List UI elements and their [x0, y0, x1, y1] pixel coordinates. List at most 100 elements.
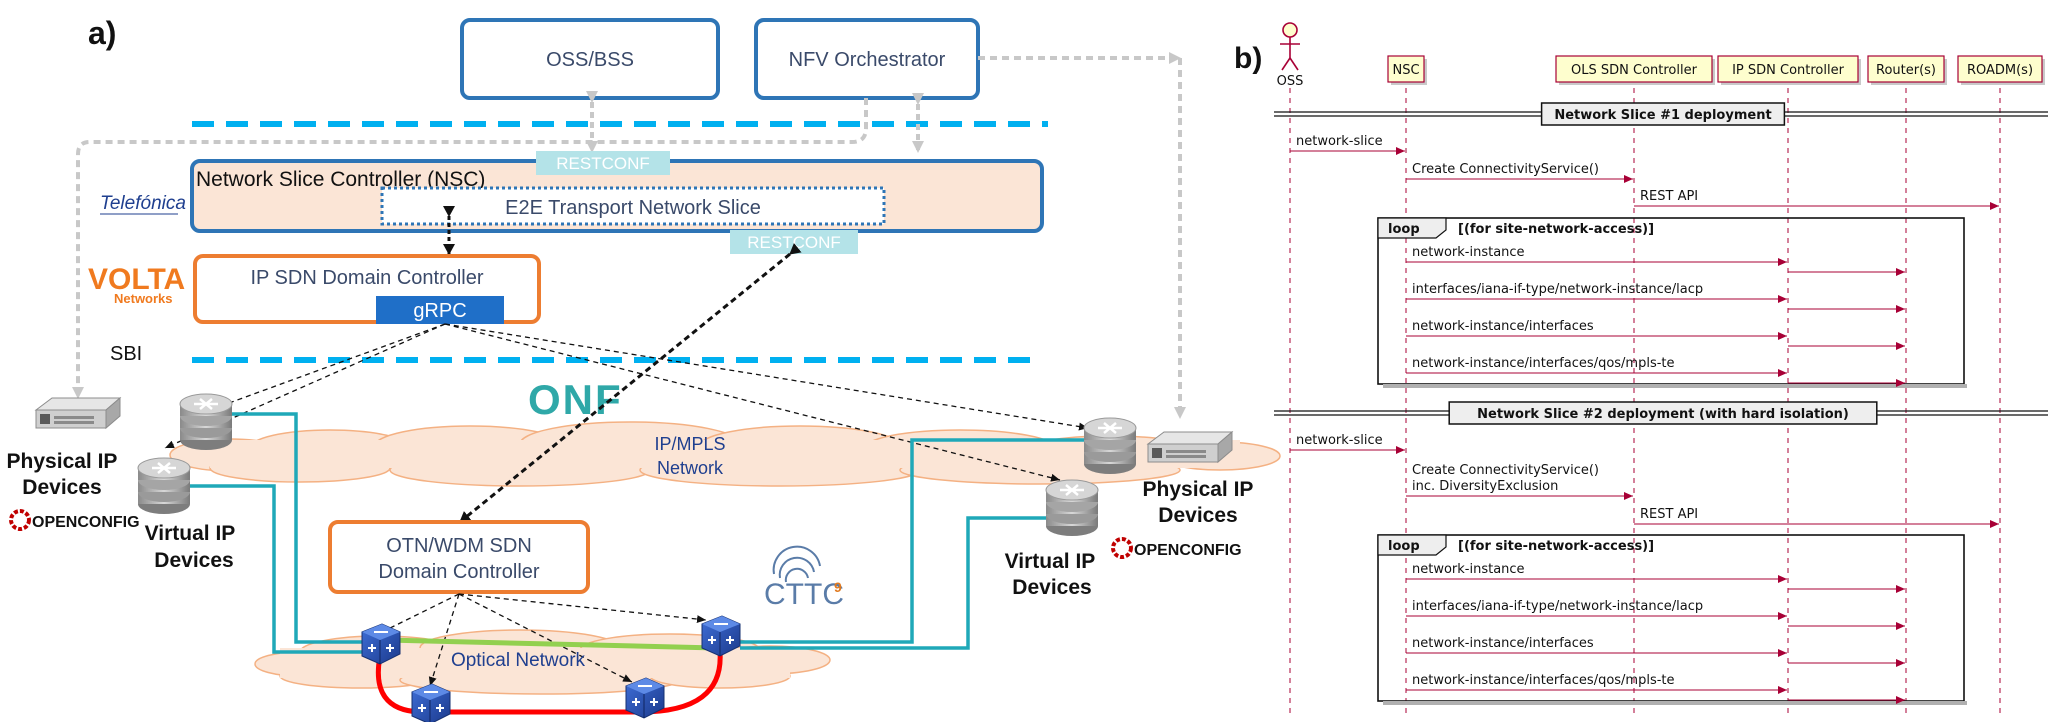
telefonica-logo: Telefónica: [100, 193, 186, 214]
restconf-top-label: RESTCONF: [556, 154, 650, 173]
grpc-label: gRPC: [413, 300, 466, 322]
section-2-label: Network Slice #2 deployment (with hard i…: [1477, 407, 1849, 422]
slice1-loop-keyword: loop: [1388, 222, 1420, 237]
slice1-rest-api-label: REST API: [1640, 189, 1698, 204]
panel-a: a): [7, 15, 1281, 722]
grpc-to-router-d: [444, 323, 1061, 482]
participant-ip-sdn-controller-box: [1717, 55, 1859, 83]
onf-logo: ONF: [528, 376, 623, 423]
participant-nsc-box: [1387, 55, 1425, 83]
cttc-logo: CTTC 9: [764, 545, 844, 611]
e2e-slice-label: E2E Transport Network Slice: [505, 197, 761, 219]
sbi-label: SBI: [110, 343, 142, 365]
phys-right-label-1: Physical IP: [1143, 478, 1254, 501]
e2e-slice-box: [380, 186, 886, 226]
router-a-icon: [178, 392, 234, 452]
slice2-network-slice-label: network-slice: [1296, 433, 1383, 448]
slice1-loop-msg-3-label: network-instance/interfaces: [1412, 319, 1594, 334]
openconfig-left-text: OPENCONFIG: [32, 514, 140, 531]
ipmpls-label-2: Network: [657, 458, 724, 478]
slice1-loop-msg-4-label: network-instance/interfaces/qos/mpls-te: [1412, 356, 1675, 371]
link-router-d-to-opt: [740, 516, 1070, 650]
otn-controller-label-2: Domain Controller: [378, 561, 540, 583]
virt-left-label-2: Devices: [154, 549, 233, 572]
participant-ols-sdn-controller: OLS SDN Controller: [1571, 63, 1698, 78]
slice2-loop-msg-4-label: network-instance/interfaces/qos/mpls-te: [1412, 673, 1675, 688]
openconfig-logo-left: OPENCONFIG: [9, 509, 140, 531]
slice1-network-slice-label: network-slice: [1296, 134, 1383, 149]
physical-server-right: [1147, 431, 1233, 463]
participant-nsc: NSC: [1392, 63, 1419, 78]
slice1-loop-condition: [(for site-network-access)]: [1458, 222, 1654, 237]
lifelines: [1289, 88, 2001, 718]
participant-oss: OSS: [1277, 74, 1304, 89]
slice2-loop-condition: [(for site-network-access)]: [1458, 539, 1654, 554]
ip-links: [190, 412, 1098, 654]
slice2-rest-api-label: REST API: [1640, 507, 1698, 522]
slice2-loop-keyword: loop: [1388, 539, 1420, 554]
otn-controller-label-1: OTN/WDM SDN: [386, 535, 532, 557]
virt-right-label-2: Devices: [1012, 576, 1091, 599]
slice1-loop-frame-shadow: [1383, 384, 1967, 388]
participant-routers: Router(s): [1876, 63, 1936, 78]
slice1-loop-msg-1-label: network-instance: [1412, 245, 1525, 260]
restconf-top-badge: [536, 151, 670, 175]
sequence-body: Network Slice #1 deployment network-slice…: [1274, 102, 2048, 705]
optical-network-label: Optical Network: [451, 650, 586, 671]
participant-roadms: ROADM(s): [1967, 63, 2033, 78]
router-c-icon: [1082, 416, 1138, 476]
virt-left-label-1: Virtual IP: [145, 522, 236, 545]
slice2-create-connectivity-label: inc. DiversityExclusion: [1412, 479, 1558, 494]
cttc-text: CTTC: [764, 578, 844, 611]
slice1-loop-msg-2-label: interfaces/iana-if-type/network-instance…: [1412, 282, 1703, 297]
virt-right-label-1: Virtual IP: [1005, 550, 1096, 573]
participant-ip-sdn-controller: IP SDN Controller: [1732, 63, 1845, 78]
physical-server-left: [35, 397, 121, 429]
grpc-to-router-a: [209, 323, 446, 411]
panel-b: b) OSS NSC OLS SDN Controller IP SDN Contr…: [1234, 22, 2048, 718]
participant-routers-box: [1867, 55, 1945, 83]
section-1-box: [1540, 102, 1786, 126]
grpc-to-router-c: [444, 323, 1089, 431]
link-router-c-to-opt: [740, 438, 1098, 644]
panel-b-label: b): [1234, 42, 1262, 75]
section-2-box: [1448, 401, 1878, 425]
oss-actor-icon: [1280, 22, 1300, 71]
slice2-loop-frame-shadow: [1383, 701, 1967, 705]
slice2-loop-msg-2-label: interfaces/iana-if-type/network-instance…: [1412, 599, 1703, 614]
participant-ols-sdn-controller-box: [1555, 55, 1713, 83]
openconfig-logo-right: OPENCONFIG: [1111, 537, 1242, 559]
link-router-a-to-opt: [230, 412, 380, 644]
router-d-icon: [1044, 478, 1100, 538]
openconfig-right-text: OPENCONFIG: [1134, 542, 1242, 559]
ip-sdn-controller-label: IP SDN Domain Controller: [250, 267, 483, 289]
optical-switch-3-icon: [411, 683, 451, 722]
nfv-orchestrator-label: NFV Orchestrator: [789, 49, 946, 71]
panel-a-label: a): [88, 15, 116, 51]
slice1-create-connectivity-label: Create ConnectivityService(): [1412, 162, 1599, 177]
slice2-create-connectivity-label-1: Create ConnectivityService(): [1412, 463, 1599, 478]
slice1-loop-tab: [1377, 217, 1447, 239]
phys-right-label-2: Devices: [1158, 504, 1237, 527]
section-1-label: Network Slice #1 deployment: [1554, 108, 1771, 123]
nsc-title: Network Slice Controller (NSC): [196, 168, 485, 191]
volta-sub: Networks: [114, 291, 173, 306]
restconf-to-otn-arrow: [459, 243, 802, 524]
slice2-loop-msg-3-label: network-instance/interfaces: [1412, 636, 1594, 651]
cttc-superscript: 9: [834, 579, 842, 595]
green-optical-link: [385, 637, 717, 651]
nfv-to-physical-left-arrow: [72, 98, 868, 399]
participant-boxes: NSC OLS SDN Controller IP SDN Controller Ro…: [1387, 55, 2045, 85]
phys-left-label-2: Devices: [22, 476, 101, 499]
restconf-mid-label: RESTCONF: [747, 233, 841, 252]
link-router-b-to-opt: [190, 484, 380, 654]
onf-logo-text: ONF: [528, 376, 623, 423]
volta-logo: VOLTA: [88, 263, 185, 296]
oss-bss-label: OSS/BSS: [546, 49, 634, 71]
otn-controller-box: [328, 520, 590, 594]
phys-left-label-1: Physical IP: [7, 450, 118, 473]
ipmpls-label-1: IP/MPLS: [654, 434, 725, 454]
router-b-icon: [136, 456, 192, 516]
participant-roadms-box: [1957, 55, 2043, 83]
